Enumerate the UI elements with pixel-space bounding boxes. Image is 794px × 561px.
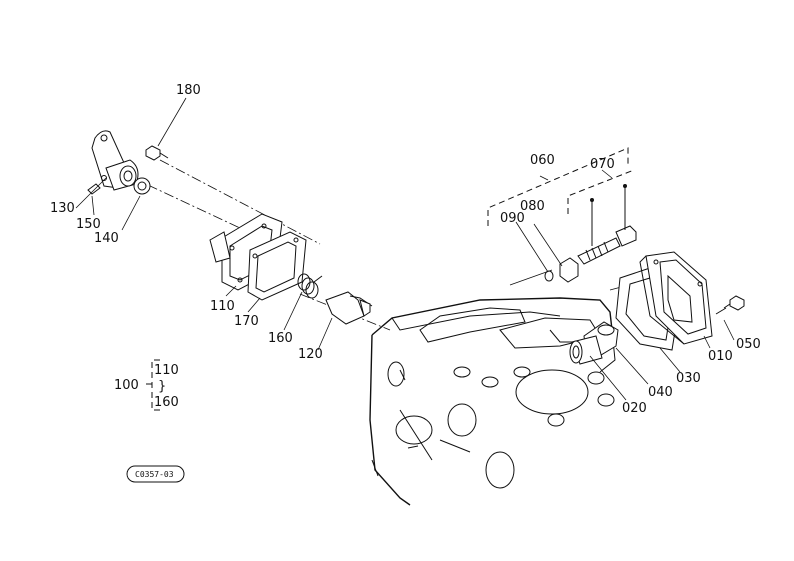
leader-lines (75, 97, 735, 401)
group-range-label: 100 110 } 160 (114, 359, 179, 411)
label-140: 140 (94, 231, 119, 246)
spring-rod-part (577, 184, 637, 265)
label-070: 070 (590, 157, 615, 172)
label-150: 150 (76, 217, 101, 232)
group-brackets (487, 147, 635, 226)
label-group-to: 160 (154, 395, 179, 410)
label-group-from: 110 (154, 363, 179, 378)
gasket-part (247, 231, 307, 301)
lever-arm-part (91, 130, 139, 191)
bolt-part-180 (145, 145, 169, 161)
part-number-labels: 180 130 150 140 110 170 160 120 060 070 … (50, 83, 761, 416)
label-050: 050 (736, 337, 761, 352)
drawing-code-badge: C0357-03 (126, 465, 185, 483)
bolt-part-050 (715, 295, 745, 315)
sleeve-part (569, 335, 603, 365)
label-group-sep: } (158, 379, 166, 394)
label-110: 110 (210, 299, 235, 314)
label-160: 160 (268, 331, 293, 346)
collar-part (133, 177, 151, 195)
label-080: 080 (520, 199, 545, 214)
label-170: 170 (234, 314, 259, 329)
label-130: 130 (50, 201, 75, 216)
label-180: 180 (176, 83, 201, 98)
label-010: 010 (708, 349, 733, 364)
nut-part (559, 257, 579, 283)
label-090: 090 (500, 211, 525, 226)
shaft-part (325, 291, 373, 325)
engine-block (369, 297, 616, 506)
drawing-code-text: C0357-03 (135, 470, 174, 479)
label-030: 030 (676, 371, 701, 386)
label-120: 120 (298, 347, 323, 362)
governor-case-part (639, 251, 713, 345)
o-ring-part (544, 270, 554, 282)
label-040: 040 (648, 385, 673, 400)
label-100: 100 (114, 378, 139, 393)
label-020: 020 (622, 401, 647, 416)
spring-part (297, 273, 323, 299)
label-060: 060 (530, 153, 555, 168)
